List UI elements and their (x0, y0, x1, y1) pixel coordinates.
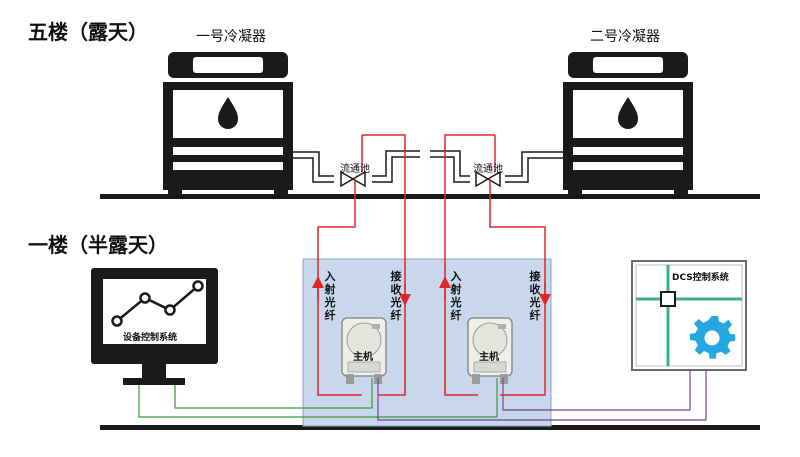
equipment-control-label: 设备控制系统 (123, 333, 178, 343)
dcs-panel (631, 260, 747, 371)
pipe-left (293, 150, 420, 183)
pipe-right (430, 150, 563, 183)
fiber-loop-2 (444, 134, 546, 396)
flow-pool-label-1: 流通池 (340, 164, 370, 175)
host-label-2: 主机 (479, 352, 499, 363)
fiber-loop-1 (317, 134, 406, 396)
host-label-1: 主机 (353, 352, 373, 363)
analyzer-host-icon (467, 317, 513, 384)
cooling-tower-icon (163, 52, 293, 196)
flow-pool-label-2: 流通池 (473, 164, 503, 175)
receive-fiber-label-1: 接收光纤 (390, 270, 402, 322)
valve-icon (475, 170, 501, 188)
condenser-label-1: 一号冷凝器 (196, 29, 266, 45)
input-fiber-label-2: 入射光纤 (450, 270, 462, 322)
analyzer-enclosure (302, 258, 552, 427)
gear-icon (690, 315, 736, 359)
input-fiber-label-1: 入射光纤 (324, 270, 336, 322)
first-floor-line (100, 425, 760, 430)
signal-purple (377, 370, 707, 421)
valve-icon (340, 170, 366, 188)
water-drop-icon (618, 97, 638, 129)
dcs-control-label: DCS控制系统 (672, 273, 729, 283)
cooling-tower-icon (563, 52, 693, 196)
water-drop-icon (218, 97, 238, 129)
monitor-icon (91, 268, 218, 385)
condenser-label-2: 二号冷凝器 (590, 29, 660, 45)
floor-label-fifth: 五楼（露天） (28, 20, 148, 44)
floor-label-first: 一楼（半露天） (28, 233, 168, 257)
signal-green (138, 378, 498, 418)
line-chart-icon (111, 280, 204, 327)
analyzer-host-icon (341, 317, 387, 384)
fifth-floor-line (100, 194, 760, 199)
receive-fiber-label-2: 接收光纤 (529, 270, 541, 322)
